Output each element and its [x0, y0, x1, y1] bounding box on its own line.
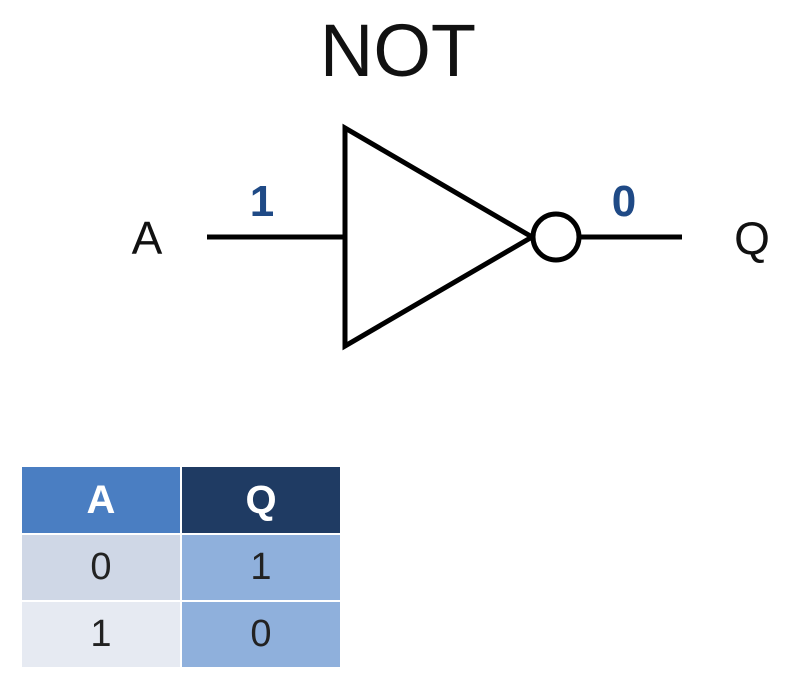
- input-label: A: [132, 212, 163, 264]
- not-gate-triangle: [342, 123, 537, 351]
- table-cell-a: 1: [20, 600, 182, 669]
- table-row: 1 0: [20, 600, 342, 669]
- table-row: 0 1: [20, 533, 342, 602]
- truth-table: A Q 0 1 1 0: [20, 465, 342, 669]
- column-header-q: Q: [180, 465, 342, 535]
- table-cell-q: 1: [180, 533, 342, 602]
- table-cell-a: 0: [20, 533, 182, 602]
- output-value: 0: [612, 177, 636, 226]
- input-value: 1: [250, 177, 274, 226]
- gate-title: NOT: [319, 9, 477, 92]
- column-header-a: A: [20, 465, 182, 535]
- inverter-bubble: [530, 211, 582, 263]
- table-header-row: A Q: [20, 465, 342, 535]
- table-cell-q: 0: [180, 600, 342, 669]
- output-label: Q: [734, 212, 770, 264]
